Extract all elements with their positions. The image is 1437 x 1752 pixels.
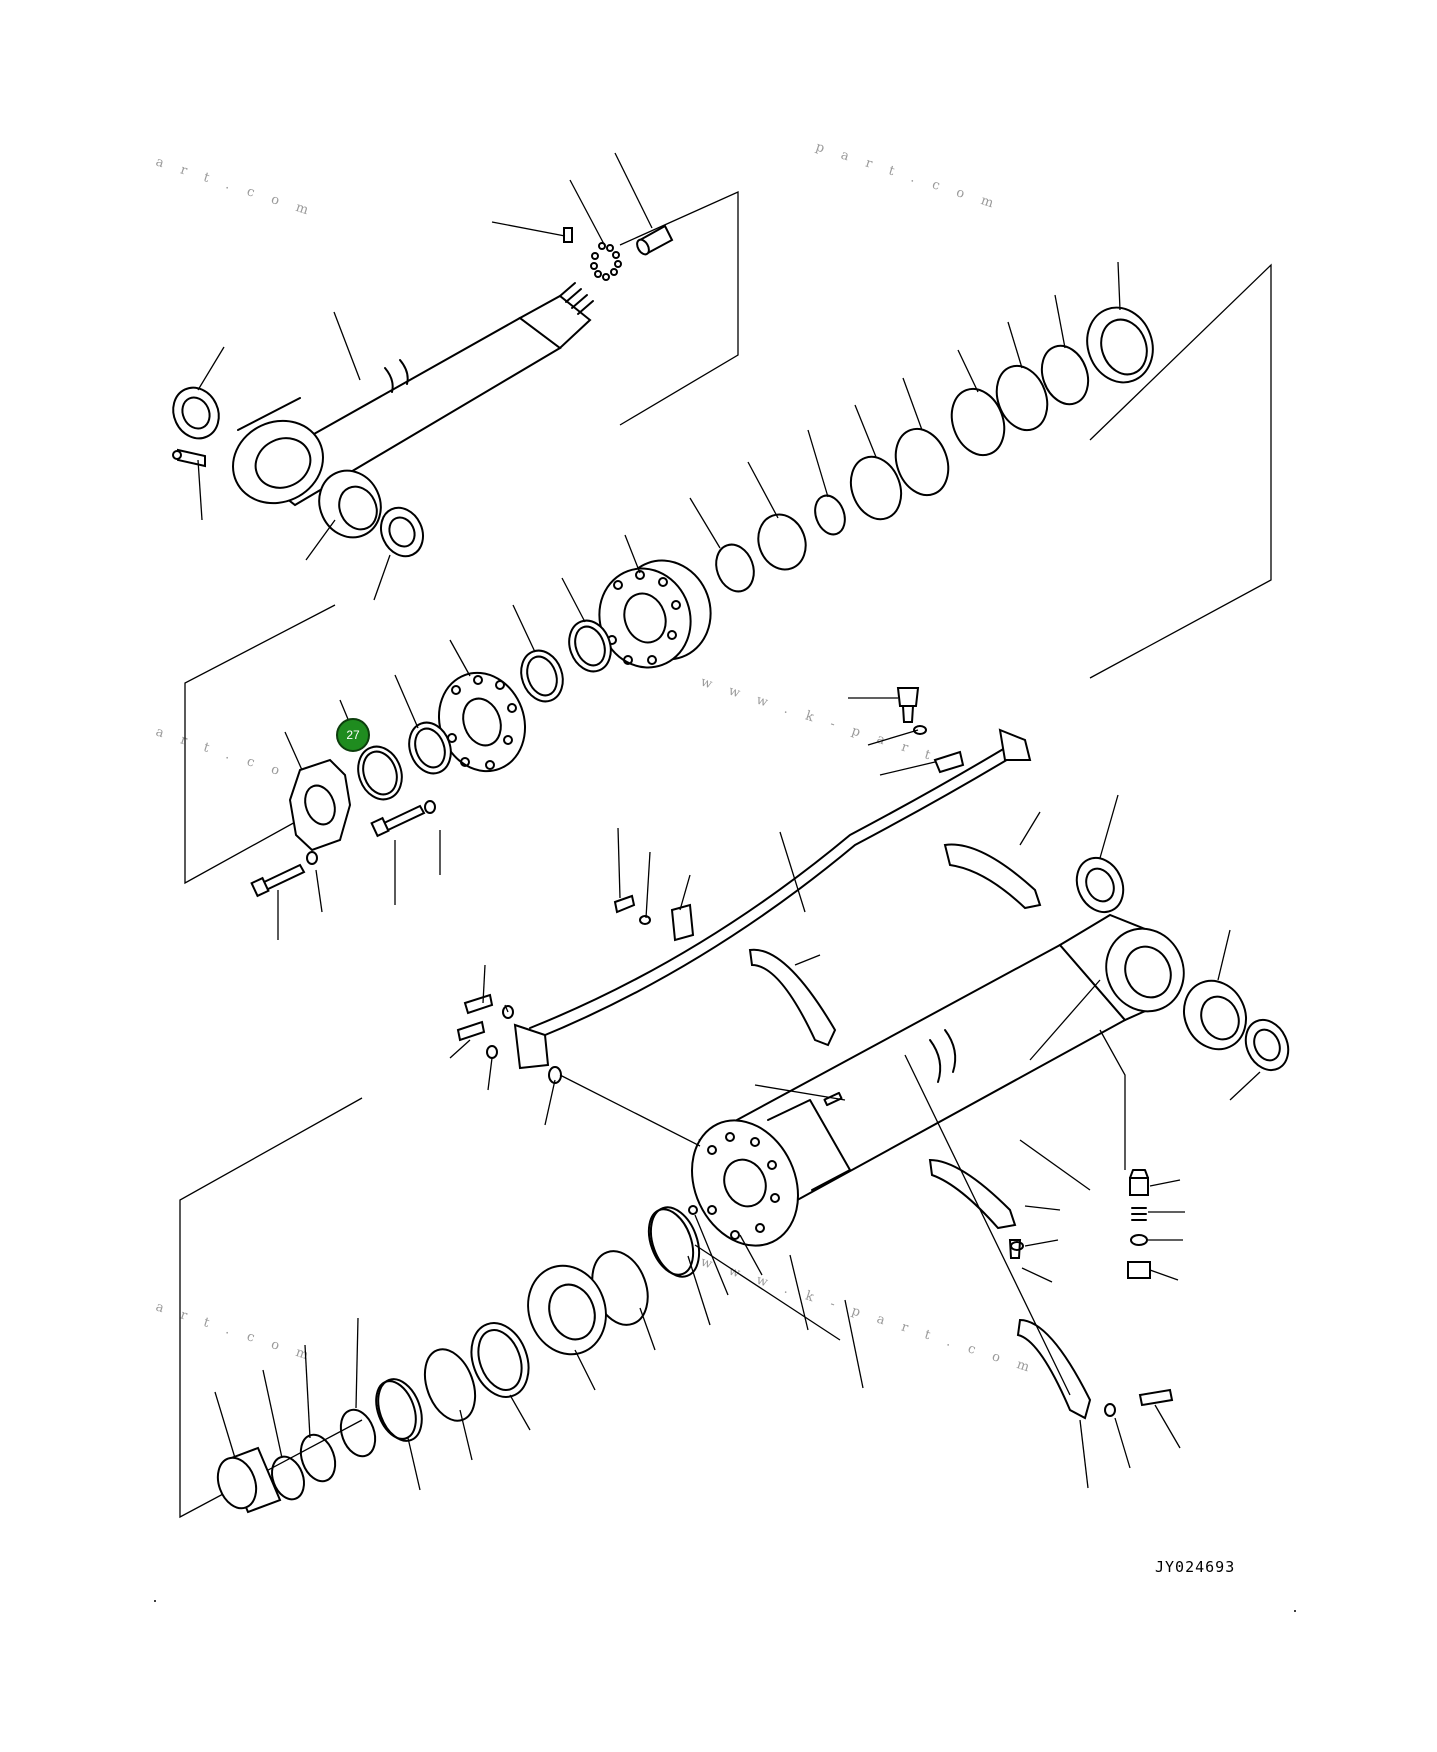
leader-lines: [197, 152, 1261, 1491]
cylinder-tube: [691, 943, 1127, 1247]
corner-mark: [154, 1600, 156, 1602]
callout-label: 27: [346, 728, 360, 742]
retainer-plate: [288, 758, 352, 852]
corner-mark: [1294, 1610, 1296, 1612]
piston-rod: [232, 282, 594, 507]
hydraulic-pipe: [513, 728, 1032, 1084]
cylinder-head: [598, 559, 712, 669]
drawing-code: JY024693: [1155, 1558, 1235, 1576]
rod-dust-seal: [380, 506, 424, 558]
watermark-text: p a r t . c o m: [814, 140, 1002, 214]
callout-27[interactable]: 27: [336, 718, 370, 752]
group-boundaries: [179, 190, 1272, 1519]
flange-group-box: [184, 604, 336, 885]
flange-bolts: [250, 800, 436, 898]
callout-marker[interactable]: [336, 718, 370, 752]
clamp-bolts: [456, 687, 1174, 1417]
watermark-text: a r t . c o m: [154, 155, 317, 221]
check-valve-parts: [1127, 1169, 1151, 1279]
flange-seal: [408, 721, 452, 775]
bottom-seal: [1075, 856, 1125, 914]
piston-group-box: [179, 1097, 363, 1519]
piston-rings-row: [216, 1205, 701, 1514]
watermark-text: a r t . c o m: [154, 725, 317, 791]
bottom-dust-seal: [1244, 1018, 1290, 1072]
cylinder-bottom-eye: [1058, 913, 1185, 1022]
watermark-text: w w w . k - p a r t . c o m: [699, 1255, 1038, 1378]
head-seal-rings: [715, 306, 1154, 593]
steel-balls: [590, 242, 622, 281]
watermark-layer: a r t . c o m p a r t . c o m w w w . k …: [154, 140, 1038, 1378]
bottom-bushing: [1183, 979, 1247, 1051]
lock-screw: [563, 227, 573, 243]
grease-fitting: [172, 448, 206, 468]
rod-end-seal: [172, 386, 220, 440]
piston-rod-group-box: [619, 190, 739, 426]
head-o-rings: [520, 619, 612, 703]
pin: [636, 224, 674, 256]
watermark-text: a r t . c o m: [154, 1300, 317, 1366]
backup-ring: [357, 745, 403, 801]
head-group-box: [1089, 263, 1272, 679]
